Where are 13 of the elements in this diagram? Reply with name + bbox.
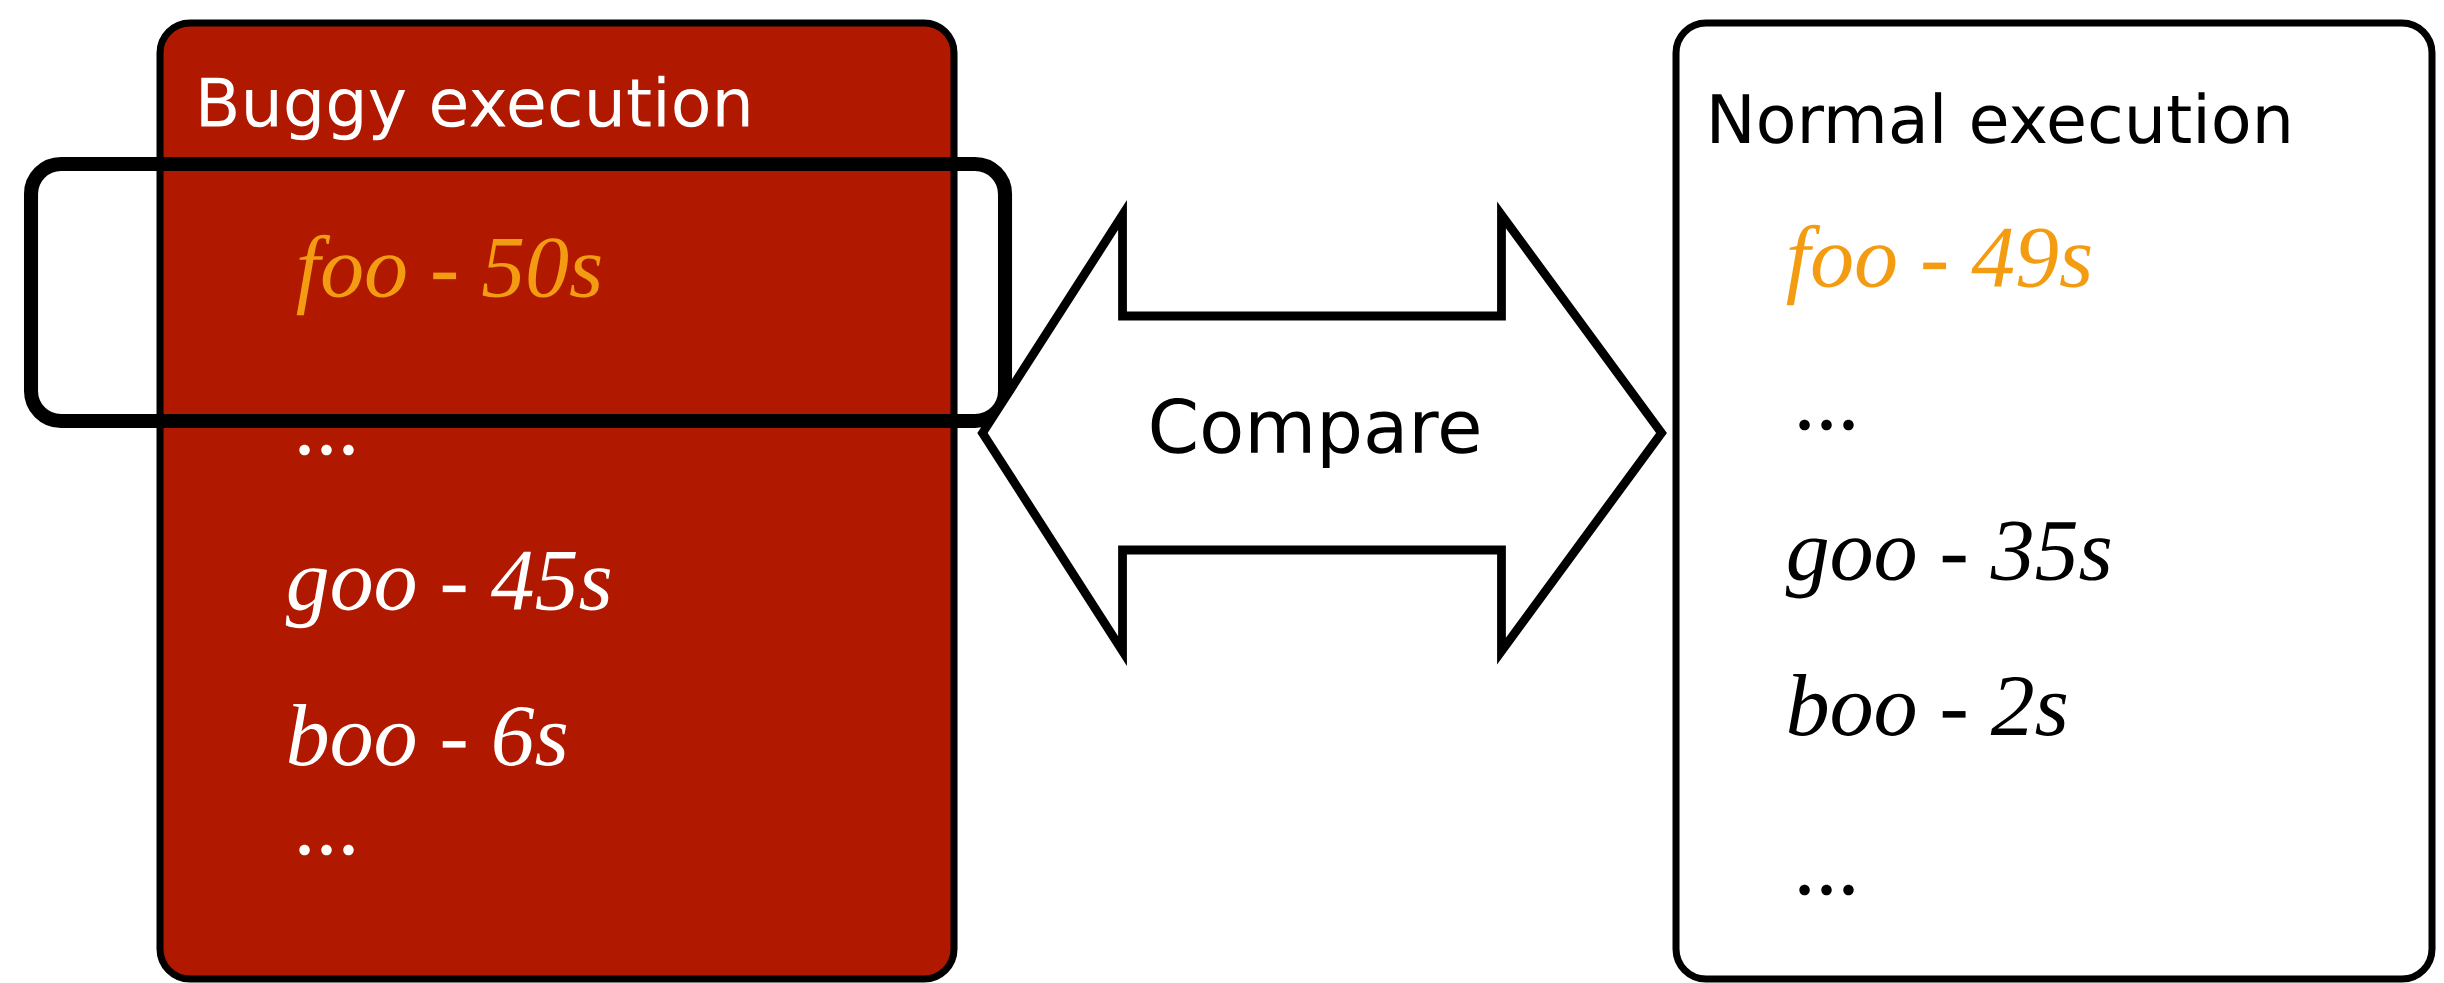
timing-entry: ... (299, 444, 354, 456)
timing-entry: goo - 45s (285, 551, 611, 629)
edge-label: Compare (1151, 397, 1479, 469)
timing-entry: boo - 6s (288, 704, 567, 766)
panel-heading: Normal execution (1712, 92, 2289, 144)
timing-entry: foo - 49s (1786, 224, 2091, 306)
timing-entry: foo - 50s (296, 234, 601, 316)
timing-entry: ... (1799, 419, 1854, 431)
timing-entry: ... (299, 844, 354, 856)
panel-heading: Buggy execution (201, 75, 749, 141)
timing-entry: boo - 2s (1788, 674, 2067, 736)
timing-entry: ... (1799, 884, 1854, 896)
timing-entry: goo - 35s (1785, 521, 2111, 599)
